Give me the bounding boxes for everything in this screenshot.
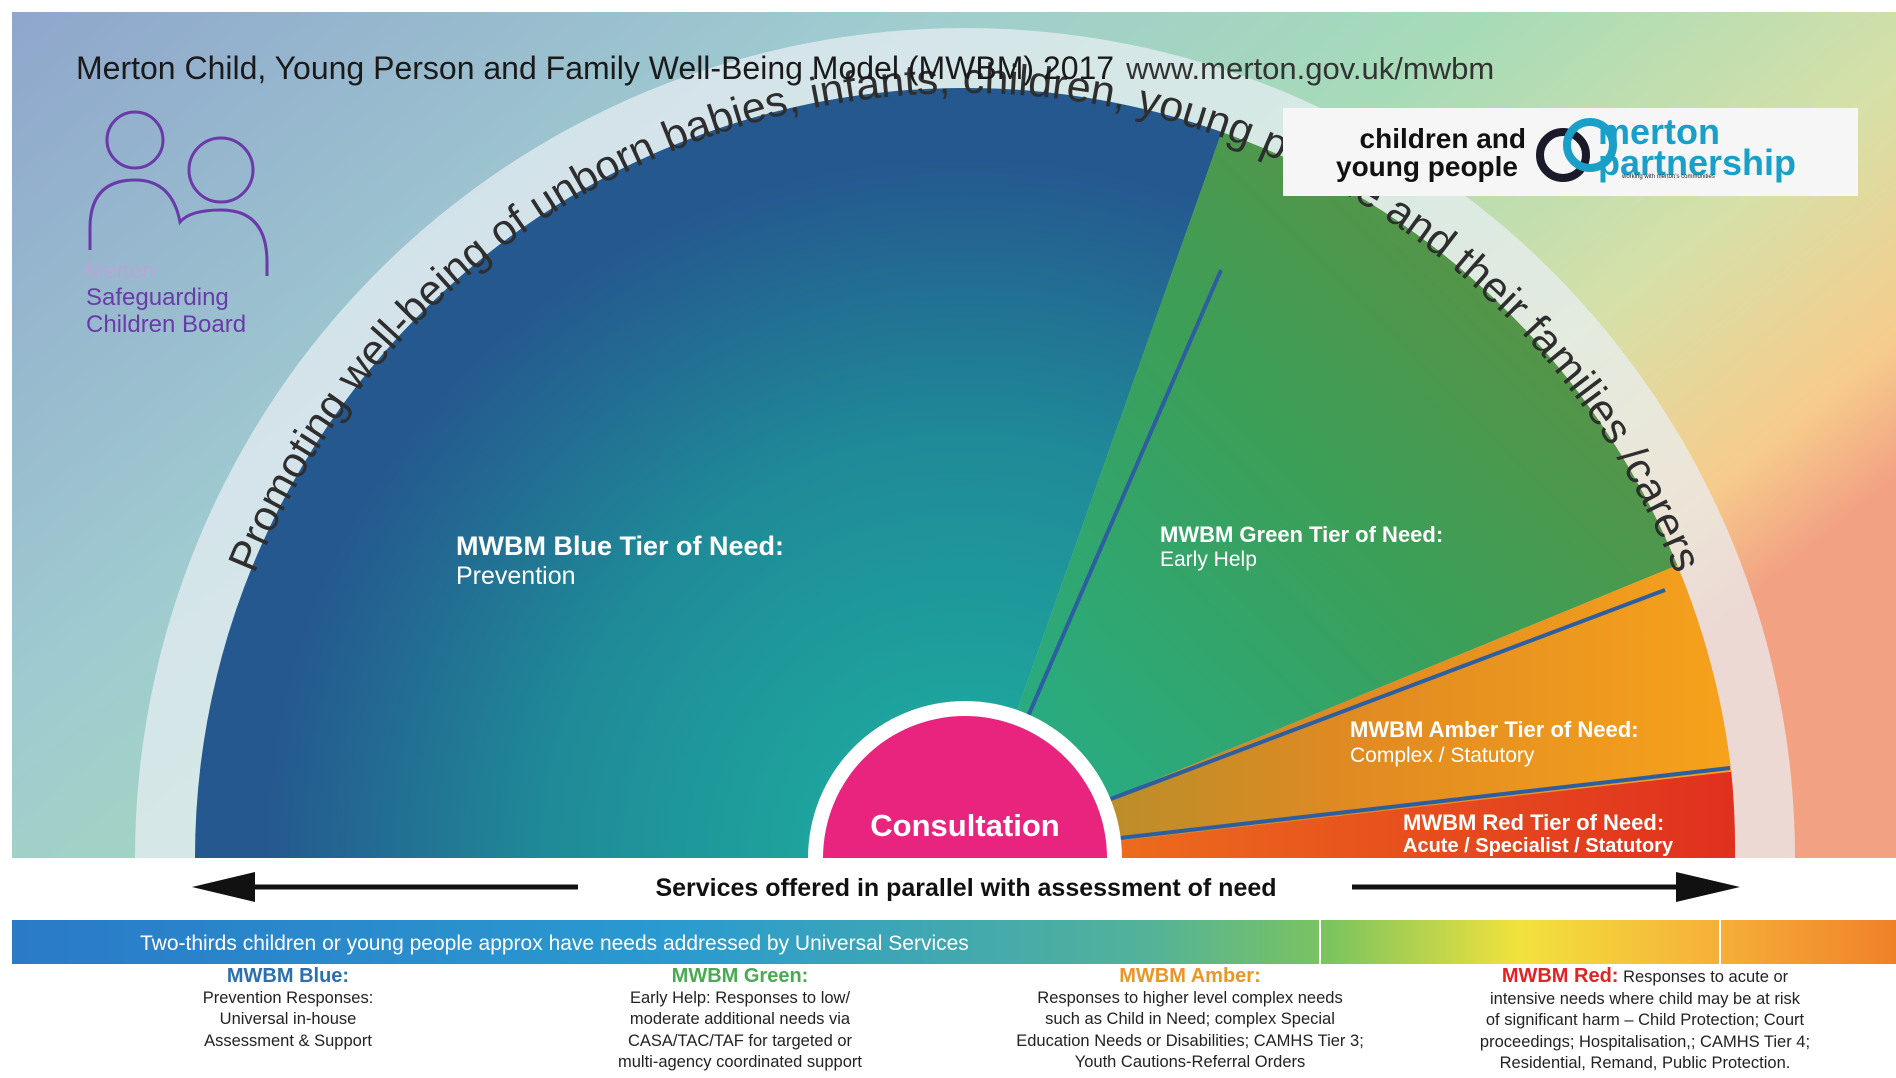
column-red-line: proceedings; Hospitalisation,; CAMHS Tie…: [1479, 1032, 1811, 1051]
column-green-line: moderate additional needs via: [629, 1010, 851, 1028]
person-head-icon: [187, 136, 255, 204]
partnership-rings-icon: [1536, 118, 1617, 182]
consultation-label: Consultation: [870, 808, 1059, 843]
services-label: Services offered in parallel with assess…: [655, 874, 1276, 902]
person-head-icon: [105, 110, 165, 170]
arrow-right-icon: [1676, 872, 1740, 902]
blue-tier-sector: [195, 88, 1222, 858]
person-body-icon: [88, 178, 269, 276]
column-amber-line: Responses to higher level complex needs: [1037, 988, 1343, 1007]
blue-tier-title: MWBM Blue Tier of Need:: [456, 531, 784, 561]
amber-tier-subtitle: Complex / Statutory: [1350, 744, 1535, 767]
column-red-head: MWBM Red:: [1501, 965, 1619, 987]
column-blue-line: Assessment & Support: [204, 1031, 372, 1050]
column-amber-line: Youth Cautions-Referral Orders: [1074, 1053, 1306, 1071]
lscb-line1: Merton: [86, 258, 154, 283]
lscb-line3: Children Board: [86, 311, 246, 338]
column-green-line: multi-agency coordinated support: [618, 1053, 862, 1071]
amber-tier-title: MWBM Amber Tier of Need:: [1350, 717, 1638, 742]
column-blue: MWBM Blue: Prevention Responses: Univers…: [150, 965, 426, 1052]
divider-amber-red: [1119, 766, 1731, 840]
lscb-logo: [88, 110, 269, 276]
green-tier-title: MWBM Green Tier of Need:: [1160, 522, 1443, 547]
column-amber: MWBM Amber: Responses to higher level co…: [970, 965, 1410, 1074]
consultation-badge: [823, 716, 1107, 858]
column-green: MWBM Green: Early Help: Responses to low…: [570, 965, 910, 1074]
universal-band-label: Two-thirds children or young people appr…: [140, 932, 969, 955]
red-tier-sector: [965, 771, 1736, 858]
green-tier-sector: [965, 132, 1678, 858]
page-title: Merton Child, Young Person and Family We…: [76, 50, 1494, 86]
lscb-line2: Safeguarding: [86, 284, 229, 311]
blue-tier-subtitle: Prevention: [456, 562, 576, 590]
red-tier-title: MWBM Red Tier of Need:: [1403, 810, 1664, 835]
red-tier-subtitle: Acute / Specialist / Statutory: [1403, 835, 1674, 857]
partnership-line2: young people: [1336, 151, 1518, 182]
column-blue-head: MWBM Blue:: [226, 965, 350, 987]
partnership-line1: children and: [1360, 123, 1526, 154]
divider-blue-green: [1018, 269, 1223, 736]
universal-band: [12, 920, 1896, 964]
green-tier-subtitle: Early Help: [1160, 548, 1257, 571]
column-amber-line: such as Child in Need; complex Special: [1045, 1010, 1335, 1028]
column-red-inline: Responses to acute or: [1623, 968, 1789, 986]
column-blue-line: Universal in-house: [219, 1010, 357, 1028]
column-green-line: Early Help: Responses to low/: [629, 988, 851, 1007]
partnership-brand2: partnership: [1598, 142, 1796, 183]
column-green-head: MWBM Green:: [671, 965, 809, 987]
arrow-left-icon: [192, 872, 255, 902]
divider-green-amber: [1107, 588, 1666, 802]
partnership-tagline: working with merton's communities: [1621, 174, 1715, 180]
column-red-line: Residential, Remand, Public Protection.: [1499, 1054, 1791, 1072]
column-amber-line: Education Needs or Disabilities; CAMHS T…: [1016, 1031, 1364, 1050]
column-red: MWBM Red: Responses to acute or intensiv…: [1430, 965, 1860, 1075]
column-red-line: of significant harm – Child Protection; …: [1485, 1011, 1805, 1029]
column-green-line: CASA/TAC/TAF for targeted or: [627, 1031, 853, 1050]
partnership-brand1: merton: [1598, 111, 1720, 152]
column-blue-line: Prevention Responses:: [202, 988, 374, 1007]
column-red-line: intensive needs where child may be at ri…: [1490, 989, 1800, 1008]
column-amber-head: MWBM Amber:: [1119, 965, 1261, 987]
